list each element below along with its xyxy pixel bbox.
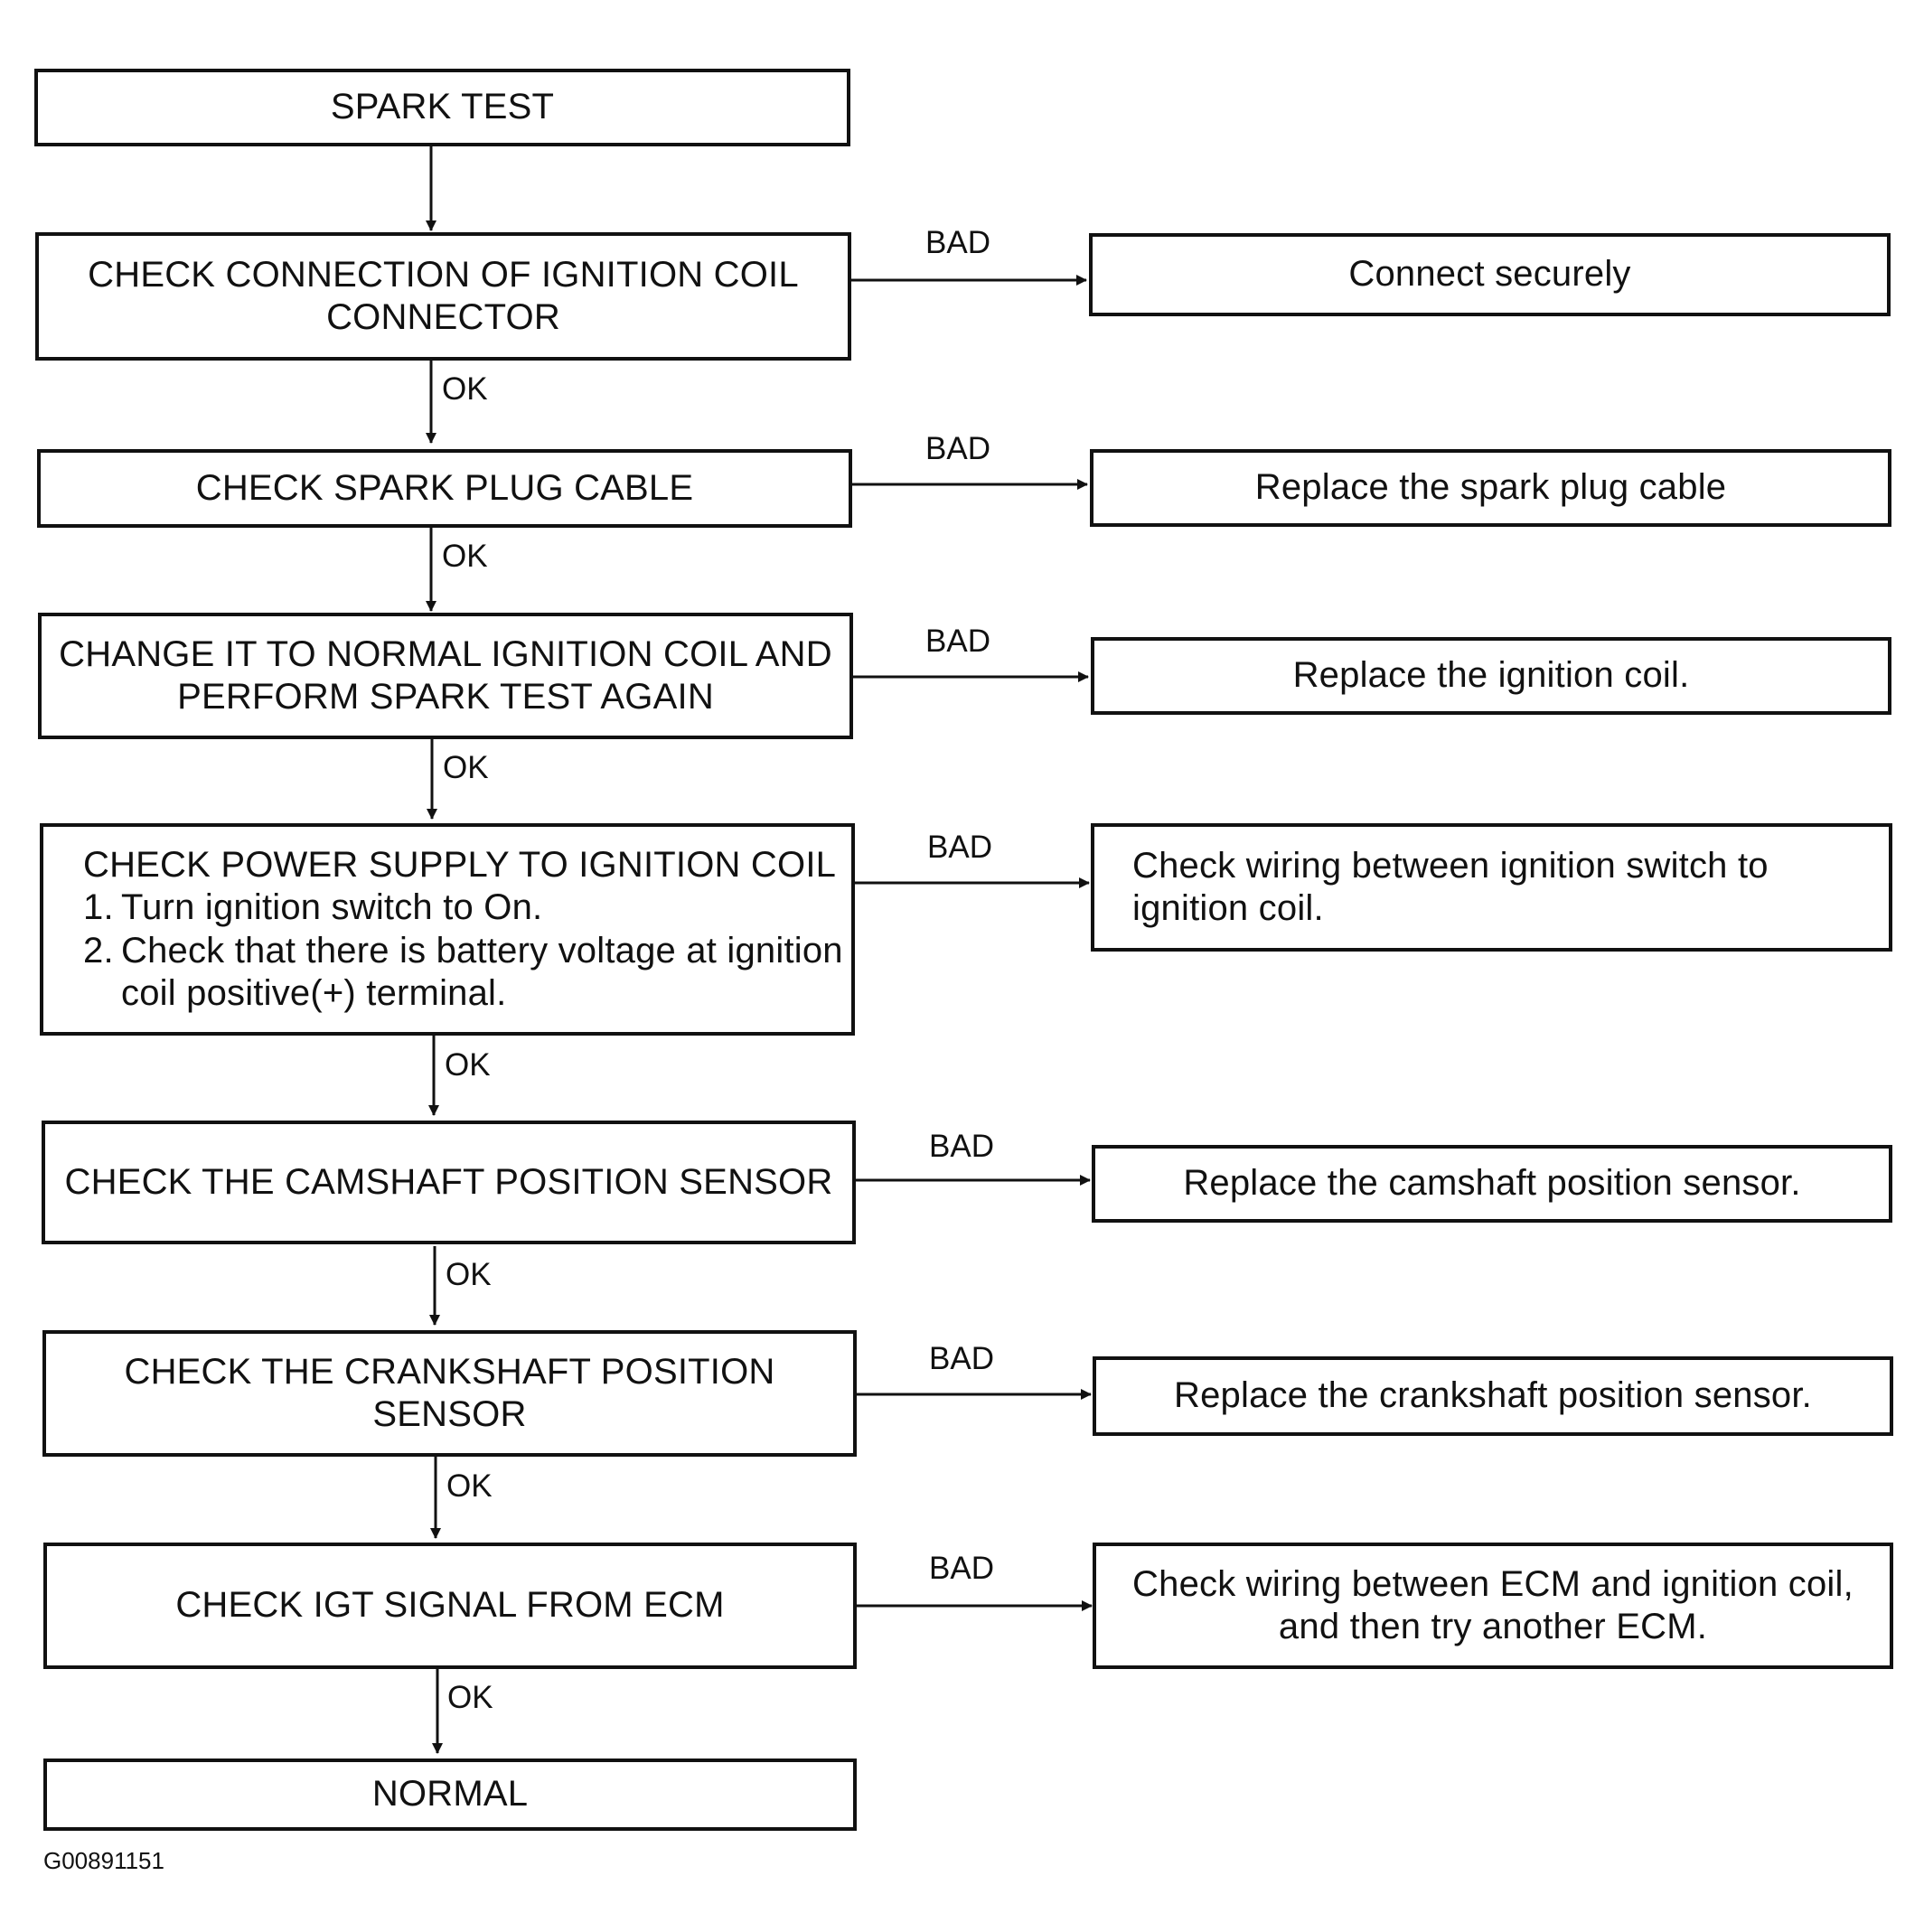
figure-id: G00891151 <box>43 1847 164 1874</box>
substep-number: 1. <box>83 887 114 928</box>
step-normal: NORMAL <box>43 1758 857 1831</box>
fix-check-wiring-ecm: Check wiring between ECM and ignition co… <box>1093 1543 1893 1669</box>
fix-label: Replace the crankshaft position sensor. <box>1174 1375 1812 1416</box>
ok-label: OK <box>442 539 488 574</box>
substep-list: 1. Turn ignition switch to On. 2. Check … <box>83 886 843 1015</box>
substep-item: 2. Check that there is battery voltage a… <box>83 930 843 1015</box>
bad-label: BAD <box>929 1341 994 1376</box>
step-check-spark-plug-cable: CHECK SPARK PLUG CABLE <box>37 449 852 528</box>
fix-label: Check wiring between ignition switch to … <box>1132 845 1769 928</box>
fix-replace-ignition-coil: Replace the ignition coil. <box>1091 637 1891 715</box>
ok-label: OK <box>443 750 489 785</box>
step-check-crankshaft-sensor: CHECK THE CRANKSHAFT POSITION SENSOR <box>42 1330 857 1457</box>
bad-label: BAD <box>925 624 990 659</box>
step-change-ignition-coil: CHANGE IT TO NORMAL IGNITION COIL AND PE… <box>38 613 853 739</box>
ok-label: OK <box>446 1257 492 1292</box>
fix-label: Replace the ignition coil. <box>1292 655 1690 696</box>
bad-label: BAD <box>925 225 990 260</box>
step-check-power-supply: CHECK POWER SUPPLY TO IGNITION COIL 1. T… <box>40 823 855 1036</box>
fix-label: Replace the spark plug cable <box>1254 467 1727 508</box>
bad-label: BAD <box>929 1551 994 1586</box>
step-check-igt-signal: CHECK IGT SIGNAL FROM ECM <box>43 1543 857 1669</box>
step-spark-test: SPARK TEST <box>34 69 850 146</box>
step-label: NORMAL <box>371 1774 529 1815</box>
fix-replace-spark-plug-cable: Replace the spark plug cable <box>1090 449 1891 527</box>
step-label: CHECK THE CRANKSHAFT POSITION SENSOR <box>124 1351 775 1434</box>
ok-label: OK <box>442 371 488 407</box>
substep-text: Turn ignition switch to On. <box>121 887 543 928</box>
step-label: CHANGE IT TO NORMAL IGNITION COIL AND PE… <box>59 633 832 717</box>
substep-number: 2. <box>83 930 114 971</box>
step-check-ignition-coil-connector: CHECK CONNECTION OF IGNITION COIL CONNEC… <box>35 232 851 361</box>
bad-label: BAD <box>925 431 990 466</box>
step-label: CHECK THE CAMSHAFT POSITION SENSOR <box>64 1161 833 1202</box>
fix-replace-camshaft-sensor: Replace the camshaft position sensor. <box>1092 1145 1892 1223</box>
step-label: CHECK CONNECTION OF IGNITION COIL CONNEC… <box>88 254 799 337</box>
substep-item: 1. Turn ignition switch to On. <box>83 886 843 929</box>
fix-connect-securely: Connect securely <box>1089 233 1891 316</box>
ok-label: OK <box>446 1468 493 1504</box>
bad-label: BAD <box>927 830 992 865</box>
fix-label: Check wiring between ECM and ignition co… <box>1132 1563 1854 1646</box>
step-label: CHECK POWER SUPPLY TO IGNITION COIL <box>83 845 837 886</box>
step-label: CHECK SPARK PLUG CABLE <box>195 467 694 508</box>
ok-label: OK <box>447 1680 493 1715</box>
step-label: CHECK IGT SIGNAL FROM ECM <box>175 1585 725 1626</box>
step-label: SPARK TEST <box>330 87 555 127</box>
fix-replace-crankshaft-sensor: Replace the crankshaft position sensor. <box>1093 1356 1893 1436</box>
step-check-camshaft-sensor: CHECK THE CAMSHAFT POSITION SENSOR <box>42 1121 856 1244</box>
ok-label: OK <box>445 1047 491 1083</box>
fix-label: Connect securely <box>1348 254 1631 295</box>
fix-check-wiring-ignition-switch: Check wiring between ignition switch to … <box>1091 823 1892 952</box>
substep-text: Check that there is battery voltage at i… <box>121 930 843 1013</box>
fix-label: Replace the camshaft position sensor. <box>1183 1163 1801 1204</box>
bad-label: BAD <box>929 1129 994 1164</box>
